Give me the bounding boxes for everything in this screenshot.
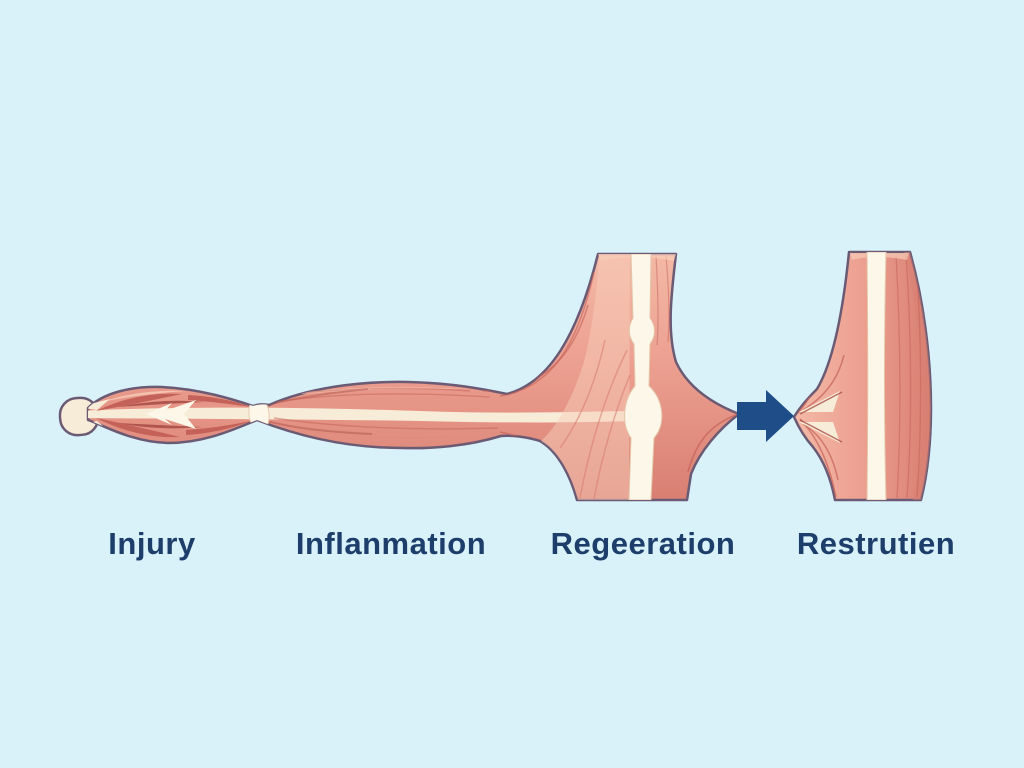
remodeling-muscle-section: [792, 250, 933, 502]
healed-chevron: [799, 391, 840, 412]
vertical-tendon: [624, 254, 663, 500]
stage-label-injury: Injury: [108, 526, 196, 561]
stage-label-remodeling: Restrutien: [796, 526, 956, 561]
central-tendon-stripe: [88, 407, 630, 423]
tendon-knot: [248, 396, 270, 432]
tear-gap: [146, 400, 196, 429]
injury-to-regeneration-muscle: [86, 252, 741, 502]
stage-label-inflammation: Inflanmation: [295, 526, 487, 561]
arrow-right-icon: [737, 390, 794, 442]
stage-label-regeneration: Regeeration: [550, 526, 736, 561]
vertical-tendon: [866, 252, 887, 500]
